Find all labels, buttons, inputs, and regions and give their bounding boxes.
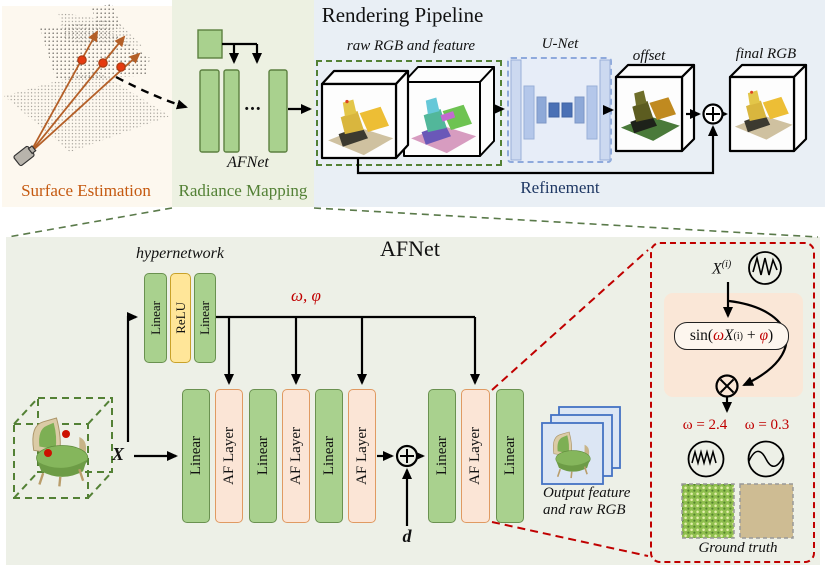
formula-sup: (i) [733,330,743,342]
af-layer-detail-box [650,242,815,563]
block-af-1: AF Layer [215,389,243,523]
params-label: ω, φ [291,286,321,305]
xi-base: X [712,260,722,278]
block-linear-3-label: Linear [320,436,337,476]
sample-point-1 [44,449,52,457]
zoom-connector-left [7,207,173,238]
xi-label: X(i) [712,259,731,278]
omega-low-label: ω = 0.3 [744,417,790,433]
raw-feature-label: raw RGB and feature [346,38,476,54]
final-rgb-cube [728,63,808,153]
ground-truth-textures [681,483,794,539]
hyper-linear-2-label: Linear [197,301,212,335]
block-af-3: AF Layer [348,389,376,523]
raw-rgb-cube [320,69,410,160]
block-linear-1-label: Linear [187,436,204,476]
detail-connector-bottom [491,521,649,557]
unet-label: U-Net [541,36,579,52]
block-af-2-label: AF Layer [287,427,304,485]
output-label-line2: and raw RGB [543,501,626,518]
radiance-mapping-label: Radiance Mapping [178,181,308,200]
surface-estimation-label: Surface Estimation [21,181,151,200]
block-linear-5-label: Linear [501,436,518,476]
pipeline-title: Rendering Pipeline [321,3,484,27]
formula-phi: φ [759,327,769,344]
block-af-2: AF Layer [282,389,310,523]
formula-sin: sin( [689,327,714,344]
block-linear-3: Linear [315,389,343,523]
radiance-mapping-network [197,29,312,153]
formula-x: X [724,327,734,344]
hyper-relu-label: ReLU [172,302,188,334]
block-linear-5: Linear [496,389,524,523]
plus-circle-top [702,103,724,125]
sampling-dashed-arrow [115,75,188,110]
formula-plus: + [742,327,760,344]
output-feature-stack [541,406,621,485]
afnet-wiring [126,312,480,526]
block-linear-2-label: Linear [254,436,271,476]
refinement-label: Refinement [520,178,600,197]
output-label-line1: Output feature [543,485,631,501]
chair-image [31,416,90,488]
hyper-linear-1: Linear [144,273,167,363]
radiance-ellipsis: ... [244,94,262,115]
camera-icon [13,145,37,167]
texture-low-freq [739,483,794,539]
block-linear-4-label: Linear [433,436,450,476]
ground-truth-label: Ground truth [698,540,778,556]
block-linear-1: Linear [182,389,210,523]
surface-points [77,55,126,72]
raw-rgb-image [328,99,394,156]
offset-cube [614,63,696,153]
point-cloud-scene [4,4,188,167]
block-af-3-label: AF Layer [353,427,370,485]
block-linear-2: Linear [249,389,277,523]
radiance-mapping-panel [172,0,314,207]
hyper-relu: ReLU [170,273,191,363]
multiply-circle [715,374,739,398]
output-label: Output feature and raw RGB [543,485,655,518]
refinement-skip-line [356,125,718,175]
feature-image [411,97,477,154]
block-af-1-label: AF Layer [220,427,237,485]
unet-bars [510,59,611,161]
formula-omega: ω [713,327,725,344]
xi-sup: (i) [721,259,732,270]
low-frequency-circle [747,440,785,478]
texture-high-freq [681,483,735,539]
input-wave-circle [748,251,782,285]
hypernetwork-label: hypernetwork [136,245,224,262]
offset-image [620,90,680,141]
sample-point-2 [62,430,70,438]
block-af-4-label: AF Layer [467,427,483,485]
detail-connector-top [491,249,649,391]
hyper-linear-1-label: Linear [147,301,163,335]
block-af-4: AF Layer [461,389,490,523]
formula-close: ) [768,327,774,344]
plus-circle-bottom [395,444,419,468]
zoom-connector-right [313,207,819,238]
final-rgb-label: final RGB [735,46,797,62]
d-input-label: d [402,526,412,546]
feature-cube [403,66,495,157]
final-rgb-image [734,90,793,140]
block-linear-4: Linear [428,389,456,523]
afnet-title: AFNet [380,236,440,261]
hyper-linear-2: Linear [194,273,216,363]
offset-label: offset [632,48,666,64]
radiance-afnet-label: AFNet [227,154,269,171]
x-input-label: X [111,444,124,464]
high-frequency-circle [687,440,725,478]
pipeline-arrows [356,104,728,175]
omega-high-label: ω = 2.4 [682,417,728,433]
